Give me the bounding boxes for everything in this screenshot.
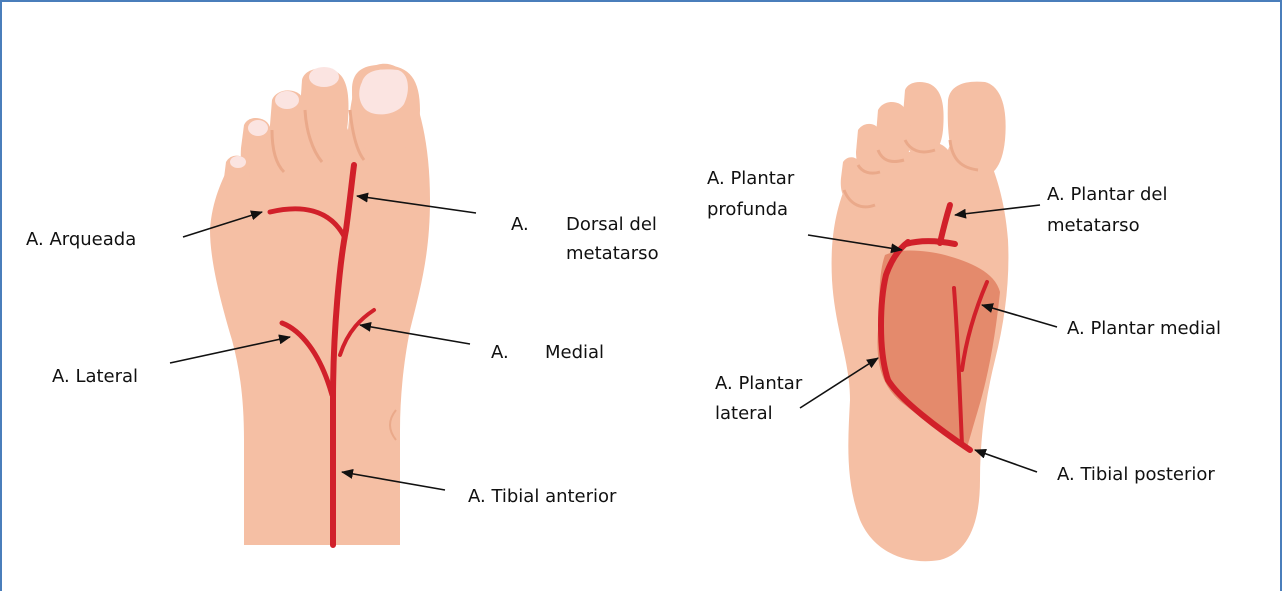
dorsal-nail-5: [230, 156, 246, 168]
label-medial-rest: Medial: [545, 342, 604, 364]
label-tibial-anterior: A. Tibial anterior: [468, 486, 616, 508]
label-plantar-medial: A. Plantar medial: [1067, 318, 1221, 340]
label-dorsal-line2: metatarso: [566, 243, 659, 265]
label-lateral: A. Lateral: [52, 366, 138, 388]
arrow-tibial-posterior: [975, 450, 1037, 472]
plantar-foot-illustration: [832, 82, 1009, 562]
dorsal-nail-2: [309, 67, 339, 87]
dorsal-nail-3: [275, 91, 299, 109]
label-profunda-line1: A. Plantar: [707, 168, 794, 190]
label-metatarso-line1: A. Plantar del: [1047, 184, 1167, 206]
label-medial-a: A.: [491, 342, 509, 364]
dorsal-nail-big: [359, 69, 408, 114]
label-arqueada: A. Arqueada: [26, 229, 136, 251]
plantar-big-toe: [948, 82, 1006, 179]
dorsal-foot-illustration: [210, 64, 430, 545]
label-tibial-posterior: A. Tibial posterior: [1057, 464, 1215, 486]
plantar-toe-5: [841, 157, 863, 200]
label-metatarso-line2: metatarso: [1047, 215, 1140, 237]
arteria-plantar-profunda: [906, 241, 955, 244]
dorsal-nail-4: [248, 120, 268, 136]
label-dorsal-a: A.: [511, 214, 529, 236]
label-profunda-line2: profunda: [707, 199, 788, 221]
label-lateral-line1: A. Plantar: [715, 373, 802, 395]
label-dorsal-rest: Dorsal del: [566, 214, 657, 236]
label-lateral-line2: lateral: [715, 403, 773, 425]
